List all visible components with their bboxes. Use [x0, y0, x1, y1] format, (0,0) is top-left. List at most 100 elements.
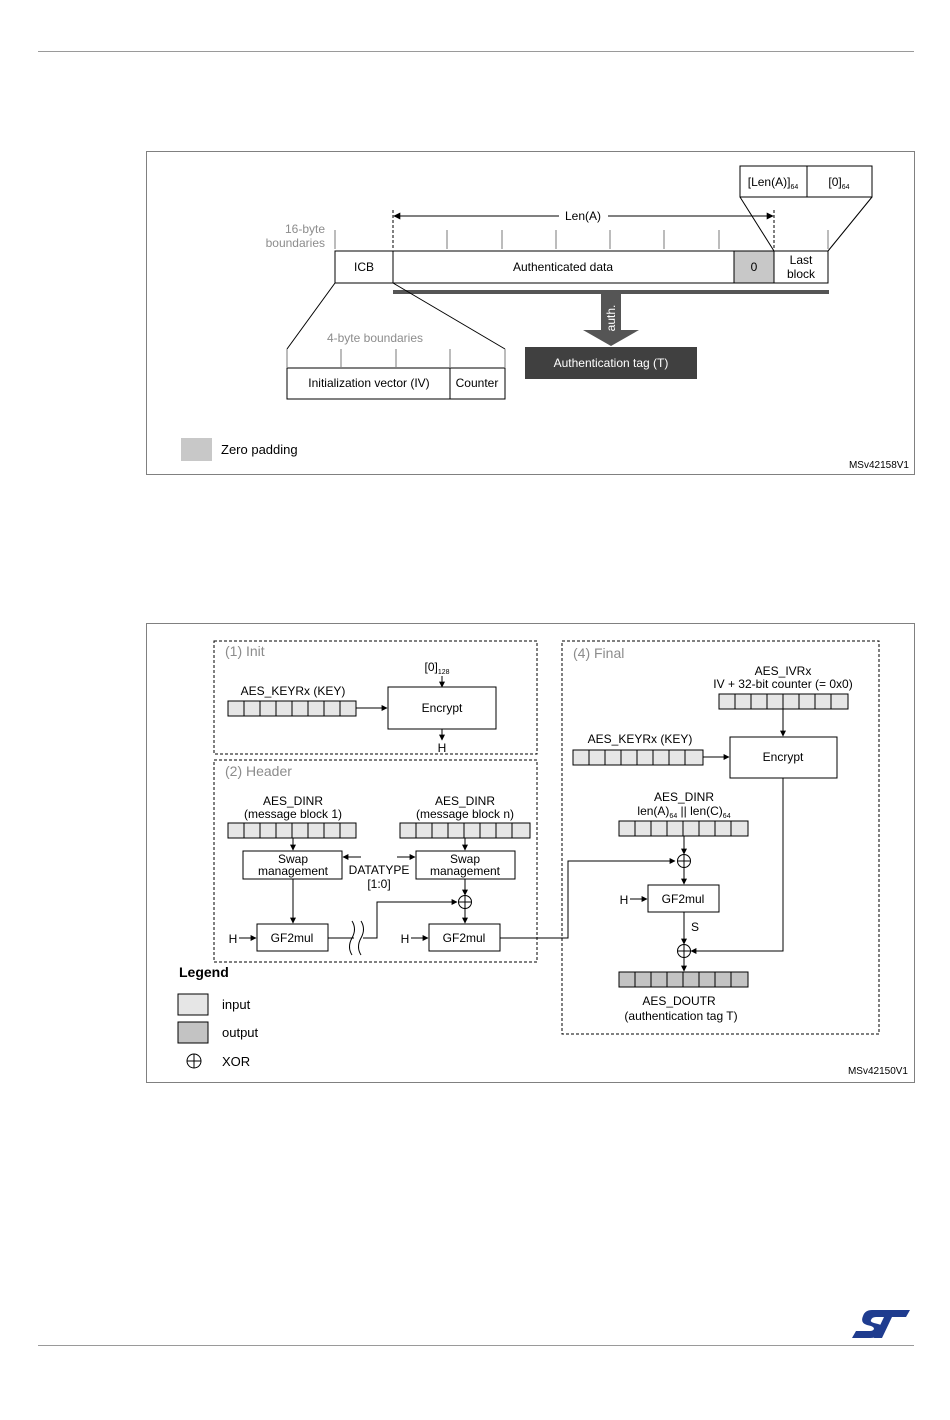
header-swap1-label-1: Swap [278, 852, 308, 866]
final-key-register [572, 749, 704, 766]
header-to-final-path [500, 858, 676, 939]
legend-output-label: output [222, 1025, 259, 1040]
four-byte-ticks [286, 349, 506, 367]
final-dinr-label: AES_DINR [654, 790, 714, 804]
final-gf2mul-label: GF2mul [662, 892, 705, 906]
expand-line-left [739, 196, 775, 252]
legend-input-label: input [222, 997, 251, 1012]
final-phase-title: (4) Final [573, 645, 624, 661]
last-block-box [773, 250, 829, 284]
legend-zero-padding-label: Zero padding [221, 442, 298, 457]
expand-line-right [827, 196, 873, 252]
header-swapn-label-2: management [430, 864, 501, 878]
zero-padding-box [733, 250, 775, 284]
legend-input-swatch [177, 993, 209, 1016]
final-doutr-sub-label: (authentication tag T) [624, 1009, 737, 1023]
icb-box [334, 250, 394, 284]
boundaries-4-label: 4-byte boundaries [327, 331, 423, 345]
legend-xor-label: XOR [222, 1054, 250, 1069]
auth-tag-box [525, 347, 697, 379]
final-s-label: S [691, 920, 699, 934]
boundaries-16-label-2: boundaries [266, 236, 325, 250]
init-zero128-label: [0]128 [424, 660, 449, 676]
datatype-label-2: [1:0] [367, 877, 390, 891]
final-doutr-register [618, 971, 749, 988]
final-doutr-label: AES_DOUTR [642, 994, 716, 1008]
gf1-to-xor-path [363, 899, 458, 939]
figure-1-id: MSv42158V1 [849, 460, 909, 471]
header-msg1-label: (message block 1) [244, 807, 342, 821]
legend-xor-icon [186, 1053, 202, 1069]
figure-gcm-header-svg: 16-byte boundaries Len(A) ICB Authentica… [181, 165, 909, 471]
header-xor-symbol [458, 895, 472, 909]
final-ivrx-label: AES_IVRx [755, 664, 812, 678]
header-dinrn-register [399, 822, 531, 839]
bottom-rule [38, 1345, 914, 1346]
final-len-label: len(A)64 || len(C)64 [637, 804, 730, 820]
init-encrypt-box [387, 686, 497, 730]
final-h-label: H [620, 893, 629, 907]
final-dinr-register [618, 820, 749, 837]
last-block-label-1: Last [790, 253, 813, 267]
boundary-ticks [334, 230, 829, 249]
datatype-label-1: DATATYPE [349, 863, 410, 877]
final-gf2mul-box [647, 884, 720, 913]
auth-arrow-label: auth. [604, 305, 618, 332]
break-symbol [349, 920, 364, 956]
header-phase-title: (2) Header [225, 763, 292, 779]
header-swapn-label-1: Swap [450, 852, 480, 866]
legend-title: Legend [179, 964, 229, 980]
final-encrypt-box [729, 736, 838, 779]
iv-box [286, 367, 451, 400]
final-xor1-symbol [677, 854, 691, 868]
counter-label: Counter [456, 376, 499, 390]
final-encrypt-label: Encrypt [763, 750, 804, 764]
icb-expand-right [392, 282, 506, 350]
final-ivrx-register [718, 693, 849, 710]
header-gf2mul1-label: GF2mul [271, 931, 314, 945]
last-block-label-2: block [787, 267, 816, 281]
header-gf2muln-box [428, 923, 501, 952]
legend-zero-padding-swatch [181, 438, 212, 461]
init-phase-title: (1) Init [225, 643, 265, 659]
header-msgn-label: (message block n) [416, 807, 514, 821]
figure-gcm-tag-computation-svg: (1) Init (2) Header (4) Final [0]128 AES… [177, 640, 908, 1077]
header-gf2muln-label: GF2mul [443, 931, 486, 945]
figure-2-id: MSv42150V1 [848, 1066, 908, 1077]
init-phase-frame [213, 640, 538, 755]
figure-gcm-tag-computation: (1) Init (2) Header (4) Final [0]128 AES… [146, 623, 915, 1083]
header-dinr1-label: AES_DINR [263, 794, 323, 808]
icb-label: ICB [354, 260, 374, 274]
final-encrypt-to-xor-path [690, 778, 784, 954]
header-h1-label: H [229, 932, 238, 946]
init-key-label: AES_KEYRx (KEY) [241, 684, 346, 698]
zero-padding-label: 0 [751, 260, 758, 274]
zero-64-box [806, 165, 873, 198]
counter-box [449, 367, 506, 400]
top-rule [38, 51, 914, 52]
len-a-label: Len(A) [565, 209, 601, 223]
final-ivrx-sub-label: IV + 32-bit counter (= 0x0) [713, 677, 852, 691]
header-dinrn-label: AES_DINR [435, 794, 495, 808]
header-swap1-label-2: management [258, 864, 329, 878]
header-hn-label: H [401, 932, 410, 946]
init-h-label: H [438, 741, 447, 755]
auth-down-arrow [583, 294, 639, 346]
legend-output-swatch [177, 1021, 209, 1044]
init-key-register [227, 700, 357, 717]
figure-gcm-header: 16-byte boundaries Len(A) ICB Authentica… [146, 151, 915, 475]
header-phase-frame [213, 759, 538, 963]
icb-expand-left [286, 282, 336, 350]
final-xor2-symbol [677, 944, 691, 958]
len-a-64-box [739, 165, 808, 198]
auth-data-label: Authenticated data [513, 260, 613, 274]
auth-data-box [392, 250, 735, 284]
final-key-label: AES_KEYRx (KEY) [588, 732, 693, 746]
auth-span-bar [393, 290, 829, 294]
header-dinr1-register [227, 822, 357, 839]
len-a-64-label: [Len(A)]64 [748, 175, 799, 191]
zero-64-label: [0]64 [828, 175, 849, 191]
header-swapn-box [415, 850, 516, 880]
auth-tag-label: Authentication tag (T) [554, 356, 669, 370]
boundaries-16-label-1: 16-byte [285, 222, 325, 236]
